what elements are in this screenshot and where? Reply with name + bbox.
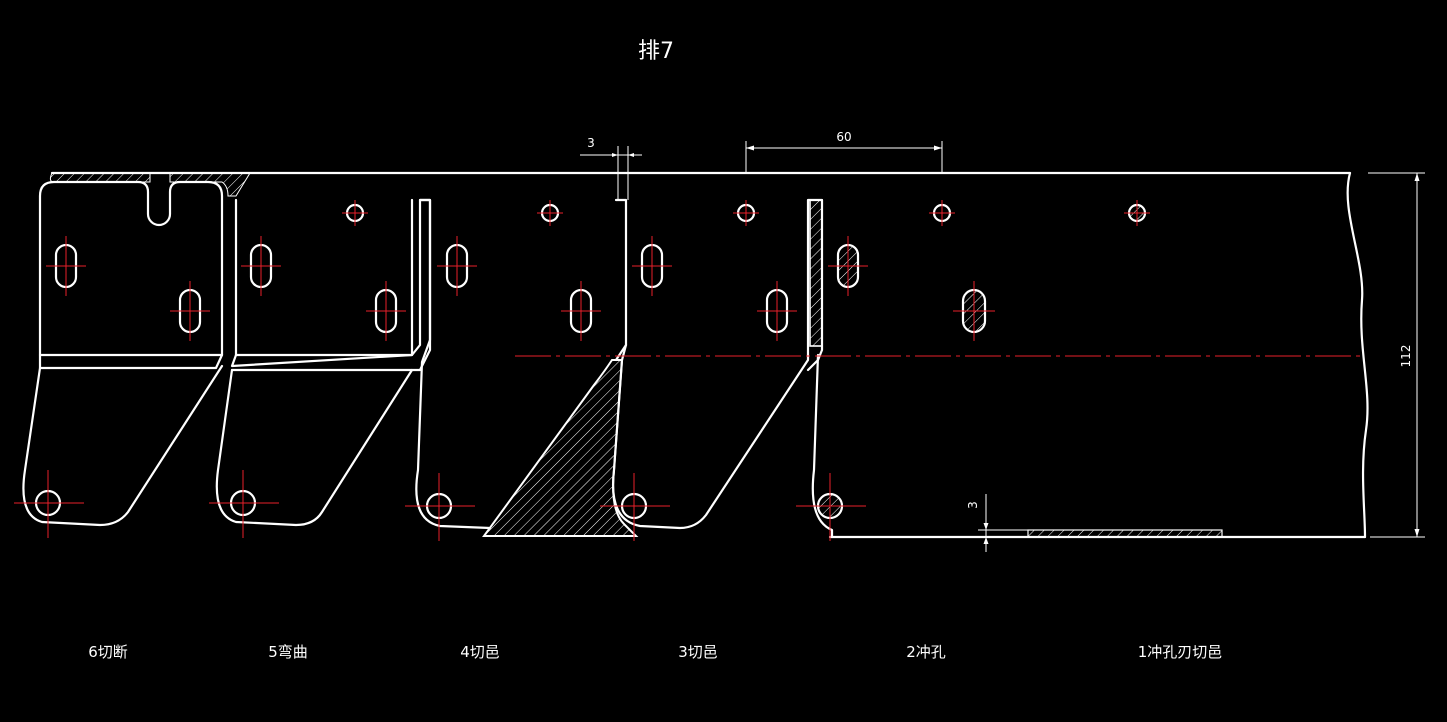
lower-slot-3: [561, 281, 601, 341]
stage-6-lower: [22, 364, 224, 527]
stage-3-part: [612, 198, 824, 530]
upper-slot-3: [437, 236, 477, 296]
stage-6-upper: [38, 180, 224, 357]
strip-outline: [50, 171, 1369, 539]
stage-6-hatch-left: [49, 172, 151, 183]
bottom-hole-3: [405, 473, 475, 541]
stage-label-3: 3切邑: [678, 643, 718, 661]
stage-5-flange: [230, 198, 432, 372]
upper-slot-1: [46, 236, 86, 296]
stage-6-hatch-right: [169, 172, 251, 197]
stage-label-5: 5弯曲: [268, 643, 308, 661]
dim-offset: 3: [966, 494, 1028, 552]
stage-5-part: [215, 198, 432, 527]
pilot-hole-3: [733, 200, 759, 226]
stage-6-band: [38, 353, 224, 370]
drawing-title: 排7: [638, 39, 674, 64]
stage-5-upper: [234, 198, 414, 357]
stage-label-2: 2冲孔: [906, 643, 946, 661]
stage-4-hatch-cut: [482, 359, 639, 537]
lower-slot-1: [170, 281, 210, 341]
stage-3-outline: [612, 198, 824, 530]
upper-slot-5-punched: [828, 236, 868, 296]
dim-offset-label: 3: [966, 501, 980, 509]
bottom-hole-2: [209, 470, 279, 538]
stage-2-outline: [811, 353, 834, 539]
stage-labels: 6切断 5弯曲 4切邑 3切邑 2冲孔 1冲孔刃切邑: [88, 643, 1222, 661]
pilot-hole-2: [537, 200, 563, 226]
lower-slot-5-punched: [953, 281, 995, 341]
dim-pitch: 60: [745, 130, 943, 173]
dim-pitch-label: 60: [836, 130, 851, 144]
pilot-holes: [342, 200, 1150, 226]
dim-height: 112: [1368, 172, 1425, 538]
dim-height-label: 112: [1399, 345, 1413, 368]
lower-slot-2: [366, 281, 406, 341]
stage-3-slot: [614, 198, 628, 362]
stage-label-1: 1冲孔刃切邑: [1138, 643, 1223, 661]
stage-3-hatch-slot: [809, 199, 823, 347]
bottom-cut-hatch: [1027, 529, 1223, 538]
bottom-holes: [14, 470, 866, 541]
stage-label-6: 6切断: [88, 643, 128, 661]
stage-label-4: 4切邑: [460, 643, 500, 661]
bottom-hole-5-punched: [796, 473, 866, 541]
lower-slots: [170, 281, 995, 341]
lower-slot-4: [757, 281, 797, 341]
bottom-hole-1: [14, 470, 84, 538]
upper-slot-2: [241, 236, 281, 296]
pilot-hole-4: [929, 200, 955, 226]
stage-2-part: [811, 353, 834, 539]
strip-break-line: [1346, 171, 1369, 539]
upper-slots: [46, 236, 868, 296]
dim-gap-label: 3: [587, 136, 595, 150]
stage-6-part: [22, 172, 251, 527]
stage-4-outline: [415, 198, 492, 530]
pilot-hole-5-punched: [1124, 200, 1150, 226]
dim-gap: 3: [580, 136, 642, 200]
stage-5-lower: [215, 368, 414, 527]
upper-slot-4: [632, 236, 672, 296]
bottom-hole-4: [600, 473, 670, 541]
pilot-hole-1: [342, 200, 368, 226]
